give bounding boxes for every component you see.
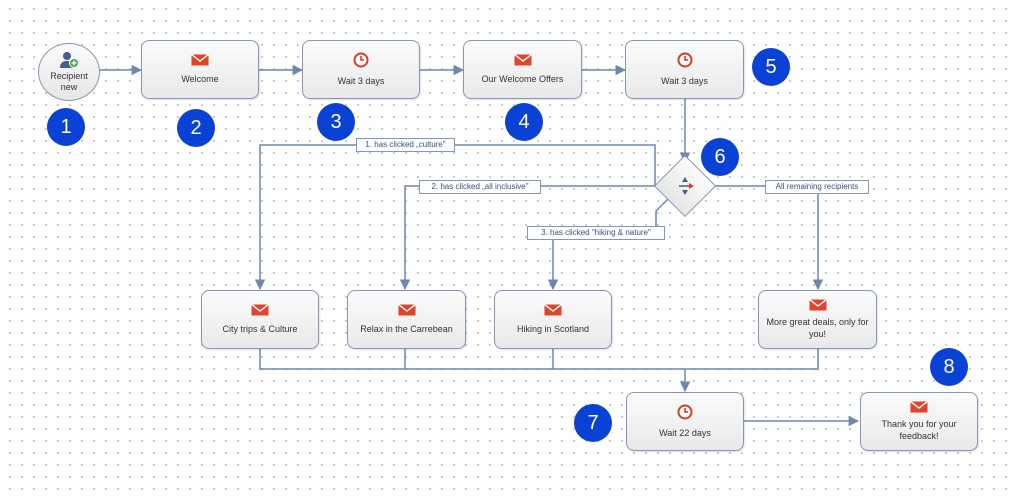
add-user-icon <box>60 52 79 68</box>
condition-label-hiking-nature[interactable]: 3. has clicked "hiking & nature" <box>527 226 665 240</box>
condition-label-remaining[interactable]: All remaining recipients <box>765 180 869 194</box>
node-label-line2: feedback! <box>899 431 939 441</box>
connector-branch-remaining <box>707 185 824 291</box>
node-label: Hiking in Scotland <box>516 324 590 334</box>
clock-icon <box>353 52 369 68</box>
node-label: Wait 3 days <box>337 76 385 86</box>
condition-label-culture[interactable]: 1. has clicked „culture" <box>356 138 455 152</box>
node-label-line1: Thank you for your <box>881 419 957 429</box>
node-hiking-scotland[interactable]: Hiking in Scotland <box>494 290 612 349</box>
start-label-line1: Recipient <box>50 71 88 81</box>
step-badge-3: 3 <box>317 103 355 141</box>
step-badge-1: 1 <box>47 108 85 146</box>
node-label: Our Welcome Offers <box>481 74 564 84</box>
step-badge-8: 8 <box>930 348 968 386</box>
node-label: City trips & Culture <box>222 324 298 334</box>
node-wait-22-days[interactable]: Wait 22 days <box>626 392 744 451</box>
node-label: Wait 22 days <box>659 428 711 438</box>
node-welcome[interactable]: Welcome <box>141 40 259 99</box>
step-badge-5: 5 <box>752 48 790 86</box>
start-node-recipient-new[interactable]: Recipient new <box>38 43 100 101</box>
connector-merge-culture <box>259 349 685 370</box>
clock-icon <box>677 52 692 68</box>
node-wait-3-days-1[interactable]: Wait 3 days <box>302 40 420 99</box>
start-label-line2: new <box>60 82 78 92</box>
envelope-icon <box>251 304 269 316</box>
envelope-icon <box>910 401 928 413</box>
node-label: Relax in the Carrebean <box>360 324 453 334</box>
envelope-icon <box>397 304 416 316</box>
step-badge-7: 7 <box>574 404 612 442</box>
envelope-icon <box>544 304 562 316</box>
connector-branch-culture <box>254 144 668 291</box>
node-label: Wait 3 days <box>661 76 708 86</box>
condition-label-all-inclusive[interactable]: 2. has clicked „all inclusive" <box>419 180 541 194</box>
node-label-line1: More great deals, only for <box>766 317 869 327</box>
node-thank-you-feedback[interactable]: Thank you for your feedback! <box>860 392 978 451</box>
step-badge-6: 6 <box>701 138 739 176</box>
envelope-icon <box>191 54 209 66</box>
connector-branch-hiking <box>547 195 672 291</box>
step-badge-2: 2 <box>177 109 215 147</box>
envelope-icon <box>513 54 532 66</box>
node-more-great-deals[interactable]: More great deals, only for you! <box>758 290 877 349</box>
step-badge-4: 4 <box>505 103 543 141</box>
node-label-line2: you! <box>808 329 826 339</box>
node-our-welcome-offers[interactable]: Our Welcome Offers <box>463 40 582 99</box>
connector-branch-relax <box>399 185 664 291</box>
envelope-icon <box>808 299 827 311</box>
clock-icon <box>677 404 693 420</box>
node-label: Welcome <box>181 74 219 84</box>
node-city-trips-culture[interactable]: City trips & Culture <box>201 290 319 349</box>
node-relax-carrebean[interactable]: Relax in the Carrebean <box>347 290 466 349</box>
node-wait-3-days-2[interactable]: Wait 3 days <box>625 40 744 99</box>
connector-merge-deals <box>685 349 819 370</box>
